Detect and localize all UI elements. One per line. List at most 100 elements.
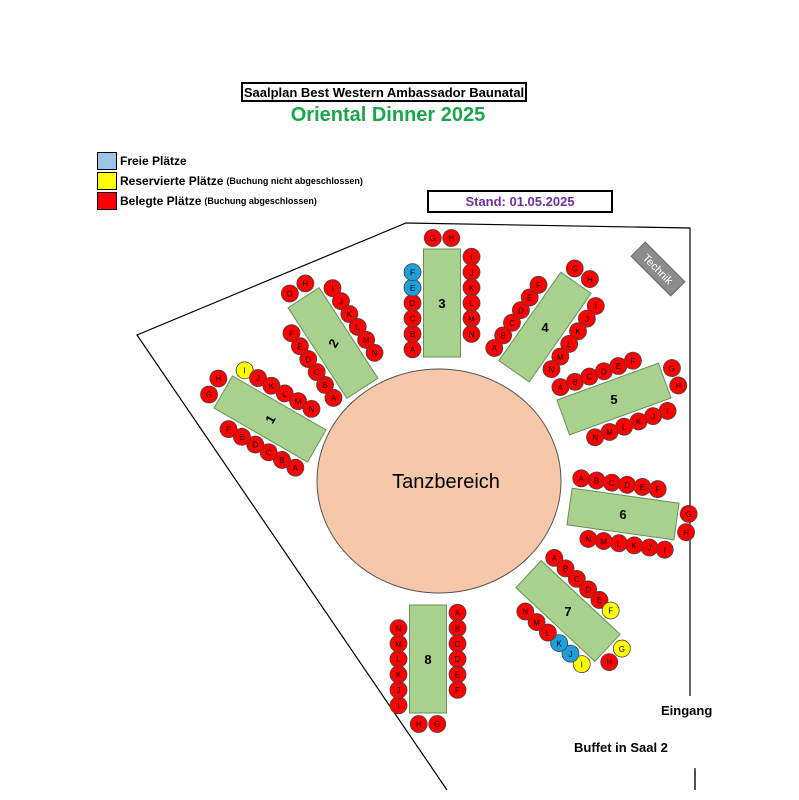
table-top xyxy=(566,487,680,541)
seat-1-G: G xyxy=(200,385,218,404)
seat-8-K: K xyxy=(389,665,408,684)
seat-marker xyxy=(282,324,301,343)
seat-label: M xyxy=(533,618,540,627)
seat-label: F xyxy=(608,607,613,616)
seat-marker xyxy=(669,376,688,395)
dance-floor-label: Tanzbereich xyxy=(392,471,500,493)
seat-4-A: A xyxy=(485,339,504,357)
seat-label: E xyxy=(297,342,302,351)
seat-label: A xyxy=(293,464,299,473)
seat-marker xyxy=(612,639,631,658)
seat-7-A: A xyxy=(545,548,564,567)
seat-2-E: E xyxy=(290,337,309,356)
seat-label: G xyxy=(434,720,440,729)
table-top xyxy=(556,362,672,436)
seat-label: J xyxy=(339,297,343,306)
seat-marker xyxy=(601,601,620,620)
seat-marker xyxy=(442,229,461,247)
seat-marker xyxy=(209,369,228,388)
seat-label: I xyxy=(581,660,583,669)
seat-label: D xyxy=(585,586,591,595)
seat-label: J xyxy=(470,268,474,277)
seat-label: I xyxy=(397,701,399,710)
seat-marker xyxy=(296,274,315,293)
seat-4-I: I xyxy=(586,297,605,315)
seat-label: K xyxy=(575,327,581,336)
seat-8-G: G xyxy=(428,715,447,733)
seat-label: A xyxy=(558,383,564,392)
seat-label: F xyxy=(226,425,231,434)
seat-4-F: F xyxy=(529,275,548,294)
seat-2-I: I xyxy=(323,279,342,298)
seat-2-G: G xyxy=(280,284,299,303)
seat-marker xyxy=(516,602,535,621)
event-title: Oriental Dinner 2025 xyxy=(290,104,486,126)
legend-label: Reservierte Plätze xyxy=(120,174,224,188)
seat-label: G xyxy=(669,364,675,373)
seat-label: B xyxy=(572,378,577,387)
seat-label: I xyxy=(331,284,333,293)
seat-label: I xyxy=(664,546,666,555)
seat-label: B xyxy=(500,332,505,341)
seat-label: M xyxy=(295,397,302,406)
table-number: 5 xyxy=(610,392,617,407)
seat-label: M xyxy=(600,537,607,546)
seat-3-L: L xyxy=(462,294,481,312)
seat-1-H: H xyxy=(209,369,228,388)
seat-label: C xyxy=(587,373,593,382)
seat-label: B xyxy=(279,456,284,465)
seat-label: F xyxy=(536,281,541,290)
seat-marker xyxy=(624,351,642,370)
seat-label: L xyxy=(567,340,572,349)
seat-5-F: F xyxy=(624,351,642,370)
seat-3-G: G xyxy=(423,229,442,247)
seat-label: E xyxy=(455,671,460,680)
seat-label: C xyxy=(410,315,416,324)
seat-label: B xyxy=(594,477,599,486)
seat-label: I xyxy=(470,253,472,262)
table-top xyxy=(515,559,621,663)
seat-label: D xyxy=(455,655,461,664)
legend-label: Belegte Plätze xyxy=(120,194,202,208)
seat-8-M: M xyxy=(389,634,408,653)
seat-4-G: G xyxy=(565,259,584,278)
seat-2-F: F xyxy=(282,324,301,343)
seat-label: G xyxy=(686,510,692,519)
seat-8-H: H xyxy=(409,715,428,733)
table-top xyxy=(213,375,327,463)
seat-label: E xyxy=(527,294,532,303)
seat-marker xyxy=(200,385,218,404)
seat-label: J xyxy=(651,412,655,421)
legend-item-free: Freie Plätze xyxy=(97,152,187,170)
seat-label: M xyxy=(557,353,564,362)
seat-marker xyxy=(409,715,428,733)
seat-label: H xyxy=(675,382,681,391)
seat-label: F xyxy=(630,357,635,366)
seat-label: L xyxy=(622,423,627,432)
table-number: 7 xyxy=(564,604,571,619)
seat-marker xyxy=(565,259,584,278)
seat-8-J: J xyxy=(389,680,408,699)
seat-7-G: G xyxy=(612,639,631,658)
seat-label: H xyxy=(683,528,689,537)
seat-label: D xyxy=(252,441,258,450)
seat-label: N xyxy=(585,535,591,544)
seat-marker xyxy=(448,680,467,699)
seat-label: D xyxy=(624,481,630,490)
seat-label: M xyxy=(606,428,613,437)
seat-marker xyxy=(462,324,481,343)
seat-marker xyxy=(600,653,619,671)
seat-3-N: N xyxy=(462,324,481,343)
seat-label: G xyxy=(287,290,293,299)
seat-4-K: K xyxy=(569,322,587,341)
seat-label: K xyxy=(269,382,275,391)
seat-8-A: A xyxy=(448,603,467,622)
seat-label: A xyxy=(579,475,585,484)
seat-marker xyxy=(365,343,384,362)
seat-3-M: M xyxy=(462,309,481,328)
seat-8-F: F xyxy=(448,680,467,699)
seat-2-A: A xyxy=(324,388,343,407)
free-swatch xyxy=(97,152,117,170)
